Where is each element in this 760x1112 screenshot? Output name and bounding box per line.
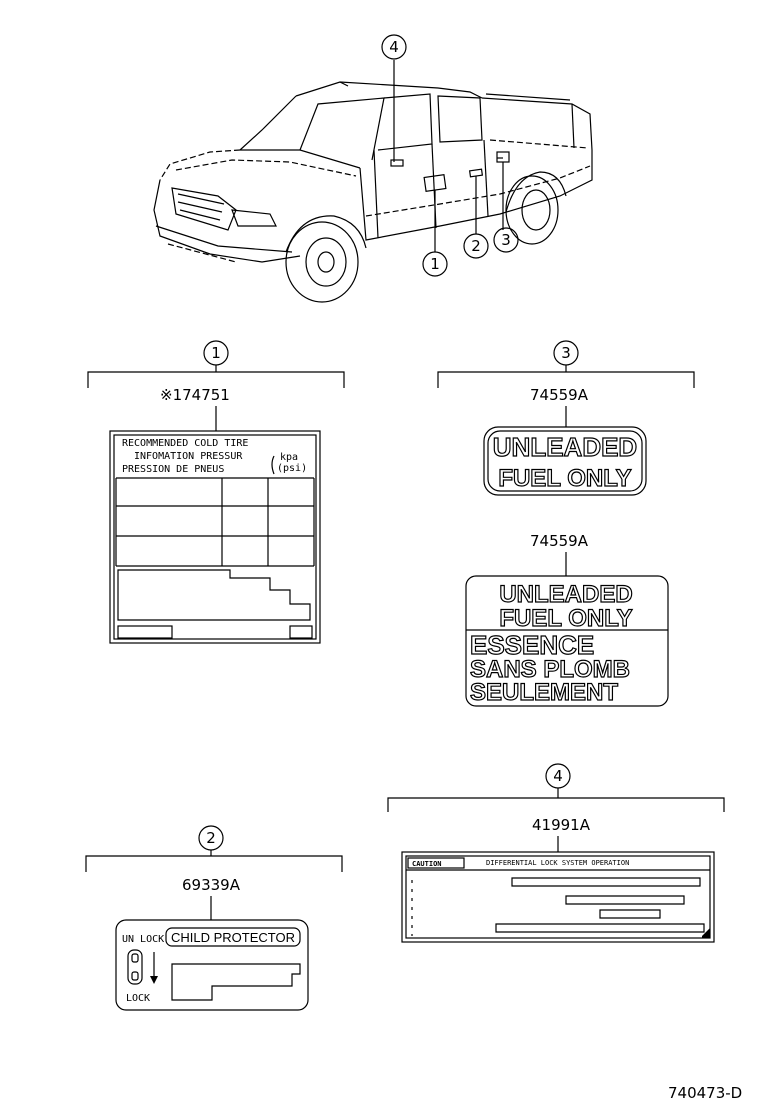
callout-number: 4 (389, 38, 399, 56)
child-protector-label: CHILD PROTECTOR UN LOCK LOCK (115, 919, 309, 1011)
child-protector-title: CHILD PROTECTOR (171, 930, 295, 945)
part-number: ※174751 (160, 386, 230, 404)
callout-number: 2 (471, 237, 481, 255)
unit-top: kpa (280, 452, 298, 463)
truck-callout-3: 3 (493, 227, 519, 253)
caution-text: CAUTION (412, 860, 442, 868)
unlock-text: UN LOCK (122, 934, 164, 945)
callout-number: 2 (206, 829, 216, 847)
lock-text: LOCK (126, 993, 150, 1004)
unit-bottom: (psi) (277, 463, 307, 474)
seulement-text: SEULEMENT (470, 679, 618, 706)
lock-knob-icon (127, 949, 143, 985)
tire-pressure-label: RECOMMENDED COLD TIRE INFOMATION PRESSUR… (109, 430, 321, 644)
callout-number: 1 (211, 344, 221, 362)
caution-label: CAUTION DIFFERENTIAL LOCK SYSTEM OPERATI… (401, 851, 715, 943)
unleaded-text: UNLEADED (493, 432, 637, 462)
unleaded-label-small: UNLEADED FUEL ONLY (483, 426, 647, 496)
tire-label-line-3: PRESSION DE PNEUS (122, 464, 224, 475)
essence-text: ESSENCE (470, 630, 594, 660)
fuel-only-text: FUEL ONLY (498, 465, 631, 492)
part-1-group: 1 ※174751 RECOMMENDED COLD TIRE INFOMATI… (87, 340, 345, 644)
part-3-group: 3 74559A UNLEADED FUEL ONLY 74559A UNLEA… (437, 340, 695, 707)
truck-callout-4: 4 (381, 34, 407, 60)
callout-number: 3 (501, 231, 511, 249)
truck-illustration (153, 60, 593, 303)
unleaded-text: UNLEADED (499, 581, 632, 608)
part-4-group: 4 41991A CAUTION DIFFERENTIAL LOCK SYSTE… (387, 763, 725, 943)
truck-callout-2: 2 (463, 233, 489, 259)
callout-number: 4 (553, 767, 563, 785)
part-number: 69339A (182, 876, 241, 894)
fuel-only-text: FUEL ONLY (499, 605, 632, 632)
caution-heading: DIFFERENTIAL LOCK SYSTEM OPERATION (486, 859, 629, 867)
callout-number: 1 (430, 255, 440, 273)
truck-callout-1: 1 (422, 251, 448, 277)
unleaded-label-large: UNLEADED FUEL ONLY ESSENCE SANS PLOMB SE… (465, 575, 669, 707)
tire-label-line-2: INFOMATION PRESSUR (134, 451, 243, 462)
part-number: 41991A (532, 816, 591, 834)
tire-label-line-1: RECOMMENDED COLD TIRE (122, 438, 248, 449)
part-number: 74559A (530, 386, 589, 404)
diagram-id: 740473-D (668, 1084, 742, 1102)
part-number: 74559A (530, 532, 589, 550)
sans-plomb-text: SANS PLOMB (470, 656, 630, 683)
arrow-down-icon (150, 952, 158, 984)
part-2-group: 2 69339A CHILD PROTECTOR UN LOCK LOCK (85, 825, 343, 1011)
callout-number: 3 (561, 344, 571, 362)
